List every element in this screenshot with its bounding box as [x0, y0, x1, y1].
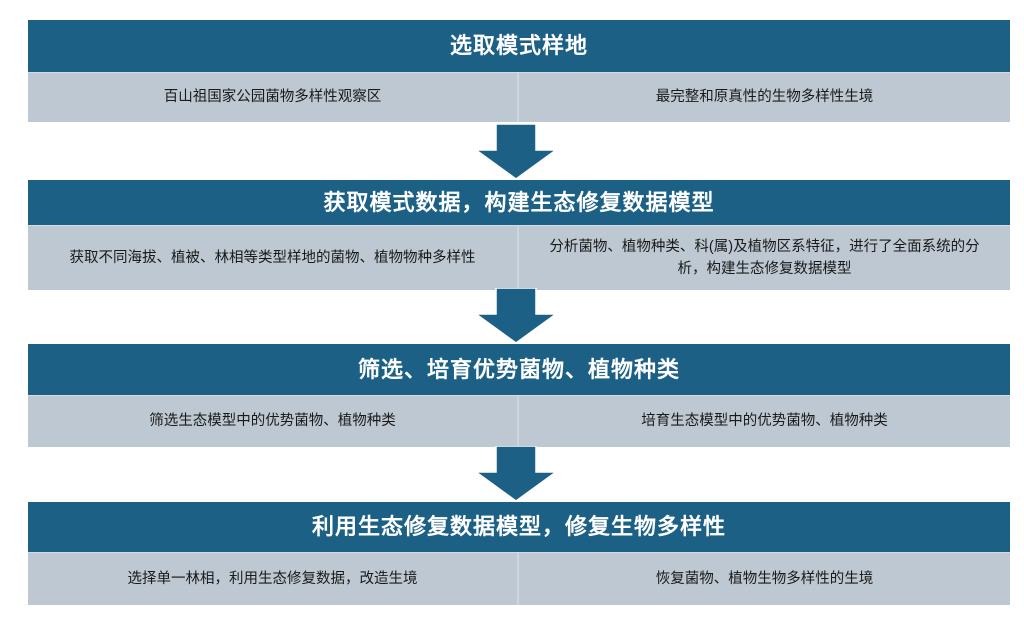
stage-1-title: 选取模式样地 [28, 20, 1010, 72]
down-arrow-icon-1 [475, 124, 557, 180]
stage-2-title: 获取模式数据，构建生态修复数据模型 [28, 180, 1010, 225]
stage-4-detail-right: 恢复菌物、植物生物多样性的生境 [655, 570, 874, 587]
down-arrow-icon-3 [475, 446, 557, 502]
down-arrow-icon-2 [475, 288, 557, 344]
stage-2-detail-right: 分析菌物、植物种类、科(属)及植物区系特征，进行了全面系统的分析，构建生态修复数… [549, 238, 980, 277]
stage-3-title: 筛选、培育优势菌物、植物种类 [28, 344, 1010, 395]
stage-2-detail-row: 获取不同海拔、植被、林相等类型样地的菌物、植物物种多样性 分析菌物、植物种类、科… [28, 225, 1010, 290]
stage-4-detail-left: 选择单一林相，利用生态修复数据，改造生境 [28, 553, 519, 605]
flow-stage-2: 获取模式数据，构建生态修复数据模型 获取不同海拔、植被、林相等类型样地的菌物、植… [28, 180, 1010, 290]
stage-1-detail-row: 百山祖国家公园菌物多样性观察区 最完整和原真性的生物多样性生境 [28, 72, 1010, 122]
stage-3-detail-right: 培育生态模型中的优势菌物、植物种类 [641, 413, 888, 430]
stage-1-detail-right: 最完整和原真性的生物多样性生境 [655, 89, 874, 106]
stage-3-detail-row: 筛选生态模型中的优势菌物、植物种类 培育生态模型中的优势菌物、植物种类 [28, 395, 1010, 447]
flow-stage-1: 选取模式样地 百山祖国家公园菌物多样性观察区 最完整和原真性的生物多样性生境 [28, 20, 1010, 122]
stage-1-detail-left: 百山祖国家公园菌物多样性观察区 [28, 73, 519, 122]
stage-4-title: 利用生态修复数据模型，修复生物多样性 [28, 502, 1010, 552]
stage-4-detail-row: 选择单一林相，利用生态修复数据，改造生境 恢复菌物、植物生物多样性的生境 [28, 552, 1010, 605]
stage-2-detail-left: 获取不同海拔、植被、林相等类型样地的菌物、植物物种多样性 [28, 226, 519, 290]
stage-3-detail-left: 筛选生态模型中的优势菌物、植物种类 [28, 396, 519, 447]
flow-stage-3: 筛选、培育优势菌物、植物种类 筛选生态模型中的优势菌物、植物种类 培育生态模型中… [28, 344, 1010, 447]
flow-stage-4: 利用生态修复数据模型，修复生物多样性 选择单一林相，利用生态修复数据，改造生境 … [28, 502, 1010, 605]
